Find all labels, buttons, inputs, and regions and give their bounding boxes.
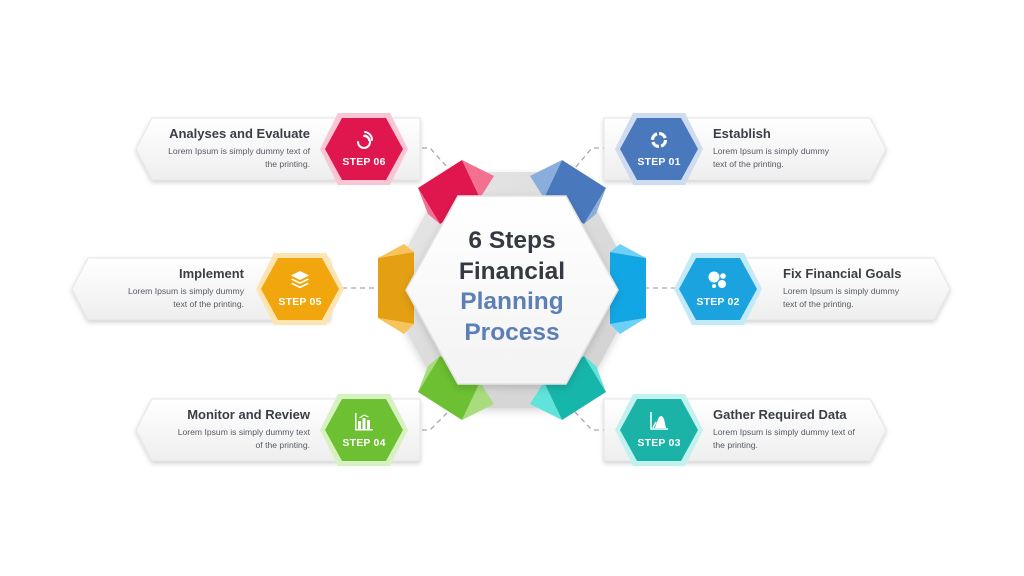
step-06-label: Analyses and Evaluate Lorem Ipsum is sim… — [60, 126, 310, 171]
step-06-number: STEP 06 — [342, 156, 386, 168]
step-05-badge: STEP 05 — [260, 258, 340, 322]
refresh-cycle-icon — [619, 128, 699, 152]
inner-hexagon — [405, 195, 619, 385]
step-02-desc-line1: Lorem Ipsum is simply dummy — [783, 286, 900, 296]
signal-arcs-icon — [324, 128, 404, 152]
step-04-label: Monitor and Review Lorem Ipsum is simply… — [60, 407, 310, 452]
center-hexagon-group — [378, 160, 646, 420]
step-06-desc-line1: Lorem Ipsum is simply dummy text of — [168, 146, 310, 156]
step-04-number: STEP 04 — [342, 437, 386, 449]
step-02-badge: STEP 02 — [678, 258, 758, 322]
center-title-line4: Process — [464, 318, 560, 346]
step-01-desc-line1: Lorem Ipsum is simply dummy — [713, 146, 830, 156]
step-04-badge: STEP 04 — [324, 399, 404, 463]
step-03-badge: STEP 03 — [619, 399, 699, 463]
step-02-title: Fix Financial Goals — [783, 266, 902, 281]
step-02-label: Fix Financial Goals Lorem Ipsum is simpl… — [783, 266, 1024, 311]
step-01-number: STEP 01 — [637, 156, 681, 168]
step-02-desc-line2: text of the printing. — [783, 299, 854, 309]
step-05-desc-line1: Lorem Ipsum is simply dummy — [127, 286, 244, 296]
connector-lines — [342, 147, 676, 431]
step-03-title: Gather Required Data — [713, 407, 847, 422]
step-03-number: STEP 03 — [637, 437, 681, 449]
area-chart-icon — [619, 409, 699, 433]
step-01-badge: STEP 01 — [619, 118, 699, 182]
step-04-desc-line1: Lorem Ipsum is simply dummy text — [177, 427, 310, 437]
step-03-desc-line2: the printing. — [713, 440, 758, 450]
center-title-line3: Planning — [460, 288, 564, 315]
step-01-title: Establish — [713, 126, 771, 141]
step-05-desc-line2: text of the printing. — [173, 299, 244, 309]
step-05-label: Implement Lorem Ipsum is simply dummy te… — [0, 266, 244, 311]
bubbles-icon — [678, 268, 758, 292]
step-03-desc-line1: Lorem Ipsum is simply dummy text of — [713, 427, 855, 437]
step-01-label: Establish Lorem Ipsum is simply dummy te… — [713, 126, 963, 171]
step-06-desc-line2: the printing. — [265, 159, 310, 169]
step-06-badge: STEP 06 — [324, 118, 404, 182]
center-title: 6 Steps Financial Planning Process — [430, 226, 594, 348]
step-05-title: Implement — [178, 266, 244, 281]
layers-icon — [260, 268, 340, 292]
step-06-title: Analyses and Evaluate — [169, 126, 310, 141]
step-05-number: STEP 05 — [278, 296, 322, 308]
bar-chart-icon — [324, 409, 404, 433]
step-03-label: Gather Required Data Lorem Ipsum is simp… — [713, 407, 963, 452]
step-04-title: Monitor and Review — [187, 407, 310, 422]
step-04-desc-line2: of the printing. — [255, 440, 310, 450]
step-02-number: STEP 02 — [696, 296, 740, 308]
step-01-desc-line2: text of the printing. — [713, 159, 784, 169]
center-title-line1: 6 Steps — [468, 227, 556, 254]
center-title-line2: Financial — [458, 257, 566, 285]
